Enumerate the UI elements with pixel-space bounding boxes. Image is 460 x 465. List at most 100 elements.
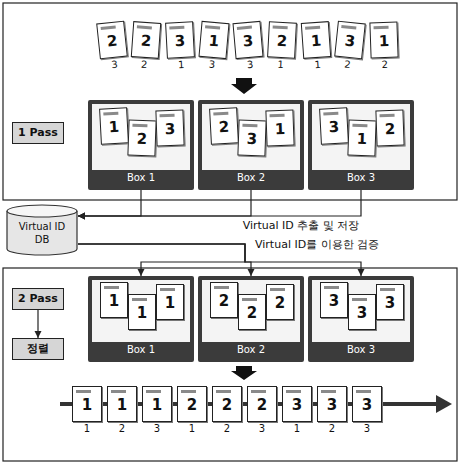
edge-label: Virtual ID를 이용한 검증: [253, 238, 381, 251]
document-card: 31: [282, 386, 312, 422]
card-number: 1: [266, 111, 293, 146]
document-card: 31: [165, 21, 195, 58]
card-number: 1: [73, 387, 101, 421]
flow-block-arrow: [231, 78, 257, 94]
flow-block-arrow: [231, 366, 257, 380]
document-card: 22: [212, 386, 242, 422]
pass-panel: [3, 268, 457, 461]
document-card: 2: [375, 110, 404, 147]
card-number: 2: [210, 108, 238, 143]
document-card: 33: [232, 21, 263, 59]
box-monitor: Box 3 312: [308, 100, 414, 190]
document-card: 1: [347, 120, 376, 157]
card-number: 3: [321, 283, 347, 317]
card-number: 2: [97, 22, 126, 59]
card-subnumber: 3: [353, 423, 381, 435]
card-number: 3: [234, 22, 263, 58]
connector: [78, 244, 251, 276]
document-card: 23: [247, 386, 277, 422]
box-monitor: Box 1 111: [88, 276, 194, 362]
pass-label: 1 Pass: [13, 123, 63, 143]
card-number: 1: [129, 295, 155, 329]
connector: [78, 190, 251, 216]
box-label: Box 2: [202, 170, 300, 186]
document-card: 13: [142, 386, 172, 422]
document-card: 11: [301, 21, 331, 59]
card-number: 1: [100, 108, 128, 143]
card-number: 2: [248, 387, 276, 421]
edge-label: Virtual ID 추출 및 저장: [241, 219, 362, 232]
document-card: 23: [96, 21, 128, 60]
card-number: 3: [238, 121, 265, 156]
connector: [78, 190, 361, 216]
card-number: 1: [101, 283, 127, 317]
pass-tag: 1 Pass: [12, 122, 64, 144]
card-number: 3: [349, 295, 375, 329]
document-card: 2: [210, 282, 238, 318]
document-card: 33: [352, 386, 382, 422]
box-label: Box 2: [202, 342, 300, 358]
output-arrow-head: [436, 395, 452, 413]
database-cylinder: Virtual ID DB: [6, 204, 78, 256]
connector: [78, 244, 245, 276]
document-card: 3: [320, 282, 348, 318]
card-subnumber: 1: [283, 423, 311, 435]
card-number: 3: [283, 387, 311, 421]
card-number: 1: [157, 285, 183, 319]
card-subnumber: 3: [237, 58, 264, 72]
card-number: 3: [320, 108, 348, 143]
box-monitor: Box 3333: [308, 276, 414, 362]
card-subnumber: 2: [131, 58, 158, 72]
card-number: 3: [353, 387, 381, 421]
box-label: Box 3: [312, 170, 410, 186]
document-card: 21: [267, 21, 297, 58]
card-number: 2: [128, 121, 155, 156]
pass-panel: [3, 3, 457, 200]
document-card: 12: [107, 386, 137, 422]
card-number: 2: [132, 22, 160, 58]
card-number: 2: [178, 387, 206, 421]
document-card: 2: [238, 294, 266, 330]
document-card: 1: [128, 294, 156, 330]
card-number: 3: [318, 387, 346, 421]
card-subnumber: 1: [168, 58, 195, 71]
pass-tag: 2 Pass: [12, 288, 64, 310]
document-card: 12: [369, 22, 398, 59]
card-subnumber: 2: [334, 58, 361, 73]
document-card: 3: [319, 107, 349, 144]
connector: [37, 310, 38, 338]
document-card: 13: [198, 21, 229, 59]
document-card: 32: [317, 386, 347, 422]
card-subnumber: 1: [73, 423, 101, 435]
document-card: 22: [131, 21, 161, 59]
card-subnumber: 1: [304, 58, 331, 72]
card-subnumber: 2: [318, 423, 346, 435]
card-subnumber: 1: [178, 423, 206, 435]
card-number: 1: [370, 23, 397, 58]
document-card: 21: [177, 386, 207, 422]
card-subnumber: 3: [248, 423, 276, 435]
document-card: 32: [334, 21, 366, 60]
document-card: 1: [156, 284, 184, 320]
document-card: 3: [155, 110, 184, 147]
card-number: 2: [267, 285, 293, 319]
card-number: 2: [268, 22, 296, 57]
document-card: 2: [209, 107, 239, 144]
card-subnumber: 2: [213, 423, 241, 435]
card-number: 2: [211, 283, 237, 317]
pass-label: 정렬: [13, 339, 63, 359]
document-card: 3: [237, 120, 266, 157]
card-number: 1: [302, 22, 330, 58]
card-subnumber: 1: [267, 58, 294, 71]
document-card: 3: [376, 284, 404, 320]
database-label: Virtual ID DB: [6, 204, 78, 246]
box-label: Box 1: [92, 342, 190, 358]
database-top: [7, 205, 77, 217]
box-monitor: Box 2 231: [198, 100, 304, 190]
card-number: 1: [200, 22, 229, 58]
box-monitor: Box 2 222: [198, 276, 304, 362]
card-number: 1: [348, 121, 375, 156]
document-card: 1: [100, 282, 128, 318]
pass-label: 2 Pass: [13, 289, 63, 309]
document-card: 11: [72, 386, 102, 422]
